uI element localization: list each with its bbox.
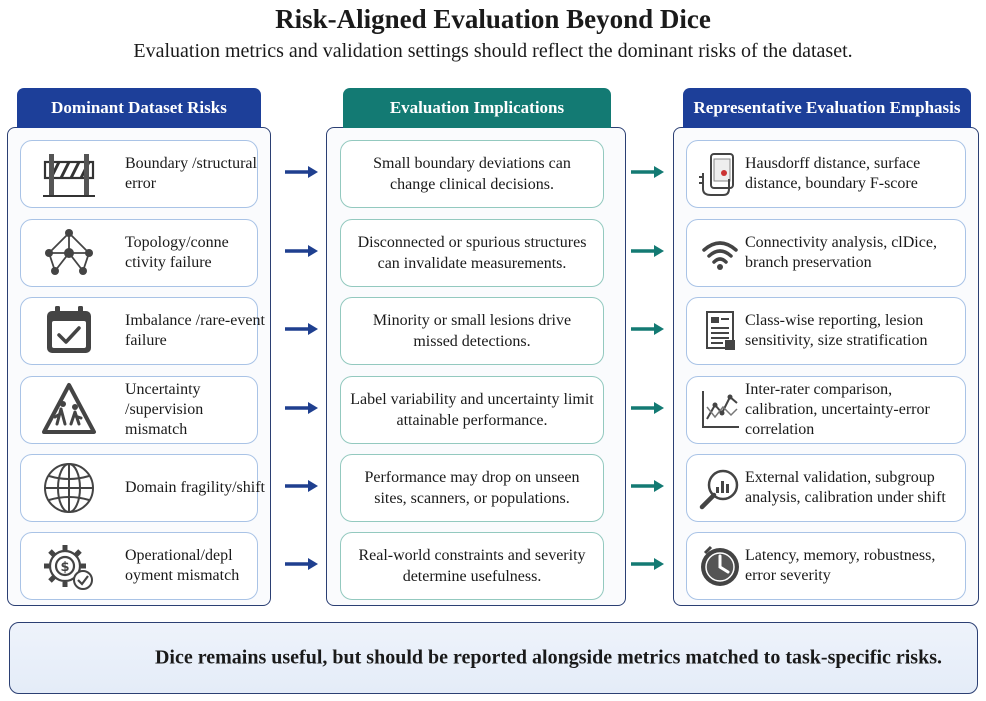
implication-text-imbalance: Minority or small lesions drive missed d…: [372, 312, 572, 350]
risk-label-uncertainty: Uncertainty /supervision mismatch: [125, 381, 204, 438]
implication-card-domain: Performance may drop on unseen sites, sc…: [340, 454, 604, 522]
implication-text-topology: Disconnected or spurious structures can …: [357, 234, 587, 272]
emphasis-text-operational: Latency, memory, robustness, error sever…: [745, 547, 936, 584]
footer-banner: Dice remains useful, but should be repor…: [9, 622, 978, 694]
risk-card-operational: $ Operational/depl oyment mismatch: [20, 532, 258, 600]
emphasis-card-boundary: Hausdorff distance, surface distance, bo…: [686, 140, 966, 208]
implication-card-uncertainty: Label variability and uncertainty limit …: [340, 376, 604, 444]
implication-card-topology: Disconnected or spurious structures can …: [340, 219, 604, 287]
arrow-right-icon: [285, 245, 318, 257]
magnifier-chart-icon: [699, 469, 739, 510]
emphasis-card-domain: External validation, subgroup analysis, …: [686, 454, 966, 522]
implication-text-uncertainty: Label variability and uncertainty limit …: [350, 391, 594, 429]
emphasis-text-boundary: Hausdorff distance, surface distance, bo…: [745, 155, 921, 192]
arrow-right-icon: [285, 480, 318, 492]
risk-card-boundary: Boundary /structural error: [20, 140, 258, 208]
arrow-right-icon: [285, 558, 318, 570]
arrow-right-icon: [631, 480, 664, 492]
emphasis-text-domain: External validation, subgroup analysis, …: [745, 469, 946, 506]
line-chart-icon: [702, 391, 739, 428]
warning-sign-icon: [42, 383, 96, 434]
risk-card-domain: Domain fragility/shift: [20, 454, 265, 522]
arrow-right-icon: [631, 323, 664, 335]
hand-touch-icon: [699, 153, 734, 196]
arrow-right-icon: [631, 166, 664, 178]
implication-card-operational: Real-world constraints and severity dete…: [340, 532, 604, 600]
emphasis-text-uncertainty: Inter-rater comparison, calibration, unc…: [745, 381, 930, 438]
risk-label-operational: Operational/depl oyment mismatch: [125, 547, 240, 584]
implications-column-header: Evaluation Implications: [343, 88, 611, 128]
emphasis-card-uncertainty: Inter-rater comparison, calibration, unc…: [686, 376, 966, 444]
clock-icon: [701, 545, 739, 586]
arrow-right-icon: [285, 166, 318, 178]
implication-card-imbalance: Minority or small lesions drive missed d…: [340, 297, 604, 365]
risks-column-header: Dominant Dataset Risks: [17, 88, 261, 128]
risk-label-topology: Topology/conne ctivity failure: [125, 234, 229, 271]
risk-card-uncertainty: Uncertainty /supervision mismatch: [20, 376, 258, 444]
svg-text:$: $: [60, 560, 69, 575]
risk-card-topology: Topology/conne ctivity failure: [20, 219, 258, 287]
arrow-right-icon: [631, 558, 664, 570]
risk-label-domain: Domain fragility/shift: [125, 479, 265, 496]
implication-text-domain: Performance may drop on unseen sites, sc…: [364, 469, 580, 507]
emphasis-card-imbalance: Class-wise reporting, lesion sensitivity…: [686, 297, 966, 365]
network-icon: [45, 229, 93, 275]
implication-text-boundary: Small boundary deviations can change cli…: [373, 155, 571, 193]
emphasis-card-operational: Latency, memory, robustness, error sever…: [686, 532, 966, 600]
report-icon: [706, 311, 735, 350]
emphasis-card-topology: Connectivity analysis, clDice, branch pr…: [686, 219, 966, 287]
page-title: Risk-Aligned Evaluation Beyond Dice: [275, 4, 711, 34]
emphasis-column-header: Representative Evaluation Emphasis: [683, 88, 971, 128]
arrow-right-icon: [631, 245, 664, 257]
risk-label-imbalance: Imbalance /rare-event failure: [125, 312, 265, 349]
gear-dollar-icon: $: [44, 545, 93, 590]
risk-card-imbalance: Imbalance /rare-event failure: [20, 297, 265, 365]
page-subtitle: Evaluation metrics and validation settin…: [133, 40, 853, 62]
wifi-icon: [702, 241, 738, 270]
arrow-right-icon: [285, 323, 318, 335]
risk-label-boundary: Boundary /structural error: [125, 155, 257, 192]
implication-card-boundary: Small boundary deviations can change cli…: [340, 140, 604, 208]
implication-text-operational: Real-world constraints and severity dete…: [358, 547, 586, 585]
emphasis-text-imbalance: Class-wise reporting, lesion sensitivity…: [745, 312, 928, 349]
footer-text: Dice remains useful, but should be repor…: [154, 646, 942, 669]
calendar-check-icon: [47, 306, 91, 353]
globe-icon: [44, 463, 94, 513]
arrow-right-icon: [631, 402, 664, 414]
arrow-right-icon: [285, 402, 318, 414]
emphasis-text-topology: Connectivity analysis, clDice, branch pr…: [745, 234, 937, 271]
barrier-icon: [43, 154, 95, 197]
